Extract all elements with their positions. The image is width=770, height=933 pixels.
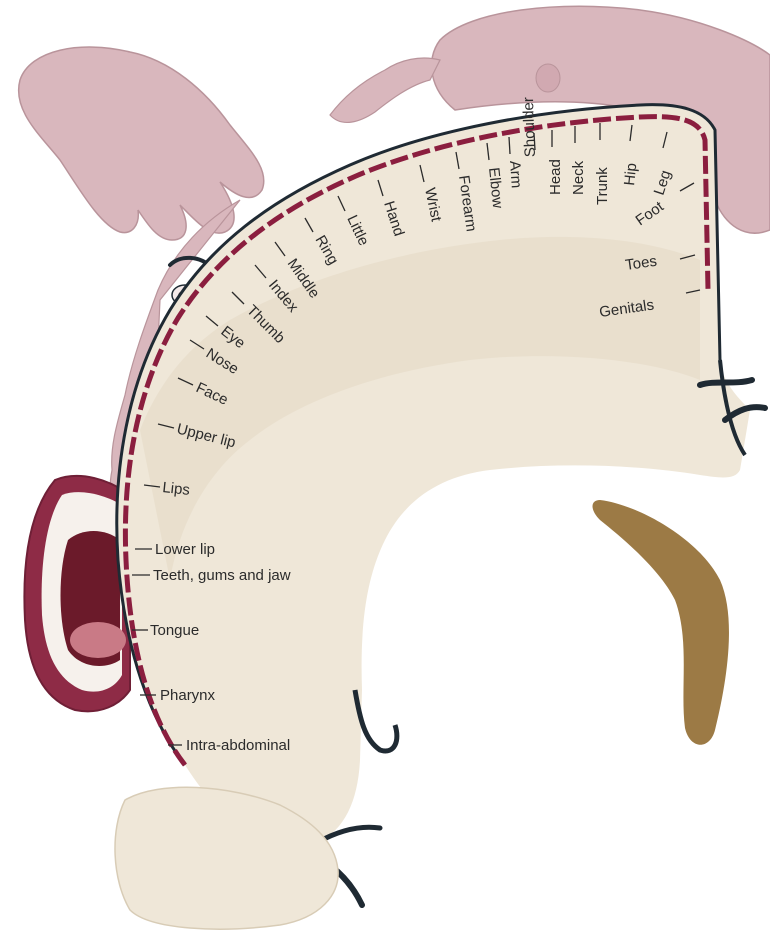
label-text-lips: Lips [162,479,191,499]
ventricle-shape [593,500,729,745]
label-text-lower-lip: Lower lip [155,541,215,558]
label-text-pharynx: Pharynx [160,687,216,704]
mouth-figure [24,476,130,711]
label-text-teeth-gums-jaw: Teeth, gums and jaw [153,567,291,584]
label-text-head: Head [547,159,564,195]
label-text-tongue: Tongue [150,622,199,639]
label-text-shoulder: Shoulder [520,97,539,158]
label-text-trunk: Trunk [594,167,611,205]
label-text-hip: Hip [621,162,640,186]
label-teeth-gums-jaw: Teeth, gums and jaw [132,567,291,584]
label-intra-abdominal: Intra-abdominal [168,737,290,754]
label-text-intra-abdominal: Intra-abdominal [186,737,290,754]
label-text-arm: Arm [506,160,525,189]
label-shoulder: Shoulder [520,97,539,158]
label-text-neck: Neck [570,160,587,195]
